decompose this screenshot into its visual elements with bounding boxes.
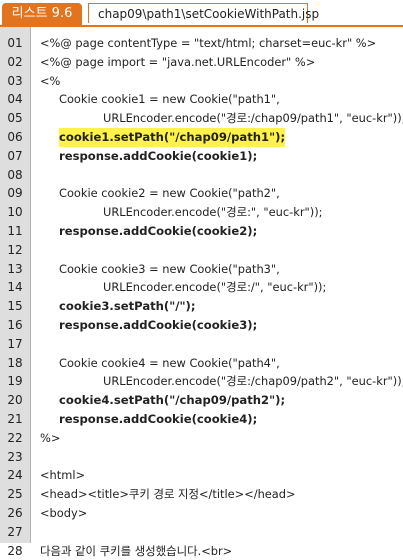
line-number: 17: [7, 336, 23, 351]
line-number: 08: [7, 167, 23, 182]
code-text: cookie4.setPath("/chap09/path2");: [59, 393, 286, 408]
code-line: 01 <%@ page contentType = "text/html; cha…: [0, 34, 403, 53]
code-line: 18 Cookie cookie4 = new Cookie("path4",: [0, 354, 403, 373]
line-number: 21: [7, 411, 23, 426]
line-number: 09: [7, 186, 23, 201]
line-number: 20: [7, 393, 23, 408]
line-number: 04: [7, 92, 23, 107]
code-line: 09 Cookie cookie2 = new Cookie("path2",: [0, 184, 403, 203]
code-line: 27: [0, 523, 403, 542]
code-text: 다음과 같이 쿠키를 생성했습니다.<br>: [40, 543, 233, 558]
line-number: 03: [7, 73, 23, 88]
line-number: 18: [7, 355, 23, 370]
code-line: 03 <%: [0, 72, 403, 91]
line-number: 16: [7, 317, 23, 332]
code-line: 20 cookie4.setPath("/chap09/path2");: [0, 391, 403, 410]
code-line: 24 <html>: [0, 466, 403, 485]
code-listing: 01 <%@ page contentType = "text/html; cha…: [0, 34, 403, 560]
code-line: 17: [0, 335, 403, 354]
code-text: <head><title>쿠키 경로 지정</title></head>: [40, 487, 296, 502]
code-line: 04 Cookie cookie1 = new Cookie("path1",: [0, 90, 403, 109]
code-line: 13 Cookie cookie3 = new Cookie("path3",: [0, 260, 403, 279]
line-number: 28: [7, 543, 23, 558]
code-text: URLEncoder.encode("경로:", "euc-kr"));: [103, 205, 323, 220]
header-rule: [0, 25, 403, 27]
code-line: 08: [0, 166, 403, 185]
code-text: Cookie cookie1 = new Cookie("path1",: [59, 92, 280, 107]
code-line: 22 %>: [0, 429, 403, 448]
code-line: 15 cookie3.setPath("/");: [0, 297, 403, 316]
code-line: 23: [0, 448, 403, 467]
code-line: 16 response.addCookie(cookie3);: [0, 316, 403, 335]
code-line: 06 cookie1.setPath("/chap09/path1");: [0, 127, 403, 147]
line-number: 10: [7, 205, 23, 220]
code-line: 02 <%@ page import = "java.net.URLEncoder…: [0, 53, 403, 72]
line-number: 06: [7, 129, 23, 144]
line-number: 05: [7, 111, 23, 126]
code-line: 25 <head><title>쿠키 경로 지정</title></head>: [0, 485, 403, 504]
listing-header: 리스트 9.6 chap09\path1\setCookieWithPath.j…: [0, 0, 403, 27]
code-text: URLEncoder.encode("경로:/chap09/path2", "e…: [103, 374, 403, 389]
code-line: 10 URLEncoder.encode("경로:", "euc-kr"));: [0, 203, 403, 222]
code-text: <%@ page contentType = "text/html; chars…: [40, 36, 377, 50]
code-text: response.addCookie(cookie1);: [59, 148, 258, 163]
line-number: 07: [7, 148, 23, 163]
code-line: 21 response.addCookie(cookie4);: [0, 410, 403, 429]
line-number: 11: [7, 223, 23, 238]
code-line: 07 response.addCookie(cookie1);: [0, 147, 403, 166]
code-text: <%: [40, 73, 61, 88]
line-number: 02: [7, 54, 23, 69]
code-text: response.addCookie(cookie4);: [59, 411, 258, 426]
code-line: 26 <body>: [0, 504, 403, 523]
code-text: response.addCookie(cookie3);: [59, 317, 258, 332]
line-number: 26: [7, 505, 23, 520]
highlighted-code-text: cookie1.setPath("/chap09/path1");: [59, 127, 286, 147]
code-text: Cookie cookie3 = new Cookie("path3",: [59, 261, 280, 276]
listing-badge: 리스트 9.6: [2, 3, 82, 25]
line-number-gutter: [0, 27, 30, 543]
code-line: 14 URLEncoder.encode("경로:/", "euc-kr"));: [0, 278, 403, 297]
code-line: 05 URLEncoder.encode("경로:/chap09/path1", …: [0, 109, 403, 128]
line-number: 01: [7, 36, 23, 50]
listing-file-path: chap09\path1\setCookieWithPath.jsp: [88, 3, 319, 23]
code-text: response.addCookie(cookie2);: [59, 223, 258, 238]
line-number: 12: [7, 242, 23, 257]
gutter-divider: [30, 27, 31, 543]
code-line: 12: [0, 241, 403, 260]
code-text: <body>: [40, 505, 88, 520]
code-text: URLEncoder.encode("경로:/", "euc-kr"));: [103, 280, 327, 295]
line-number: 14: [7, 280, 23, 295]
code-text: cookie3.setPath("/");: [59, 299, 196, 314]
code-text: Cookie cookie2 = new Cookie("path2",: [59, 186, 280, 201]
code-line: 28 다음과 같이 쿠키를 생성했습니다.<br>: [0, 542, 403, 560]
line-number: 27: [7, 524, 23, 539]
code-line: 11 response.addCookie(cookie2);: [0, 222, 403, 241]
line-number: 13: [7, 261, 23, 276]
line-number: 19: [7, 374, 23, 389]
code-text: <%@ page import = "java.net.URLEncoder" …: [40, 54, 316, 69]
line-number: 25: [7, 487, 23, 502]
line-number: 23: [7, 449, 23, 464]
line-number: 15: [7, 299, 23, 314]
line-number: 22: [7, 430, 23, 445]
code-text: %>: [40, 430, 61, 445]
code-text: Cookie cookie4 = new Cookie("path4",: [59, 355, 280, 370]
code-text: <html>: [40, 468, 86, 483]
code-line: 19 URLEncoder.encode("경로:/chap09/path2", …: [0, 372, 403, 391]
code-text: URLEncoder.encode("경로:/chap09/path1", "e…: [103, 111, 403, 126]
line-number: 24: [7, 468, 23, 483]
